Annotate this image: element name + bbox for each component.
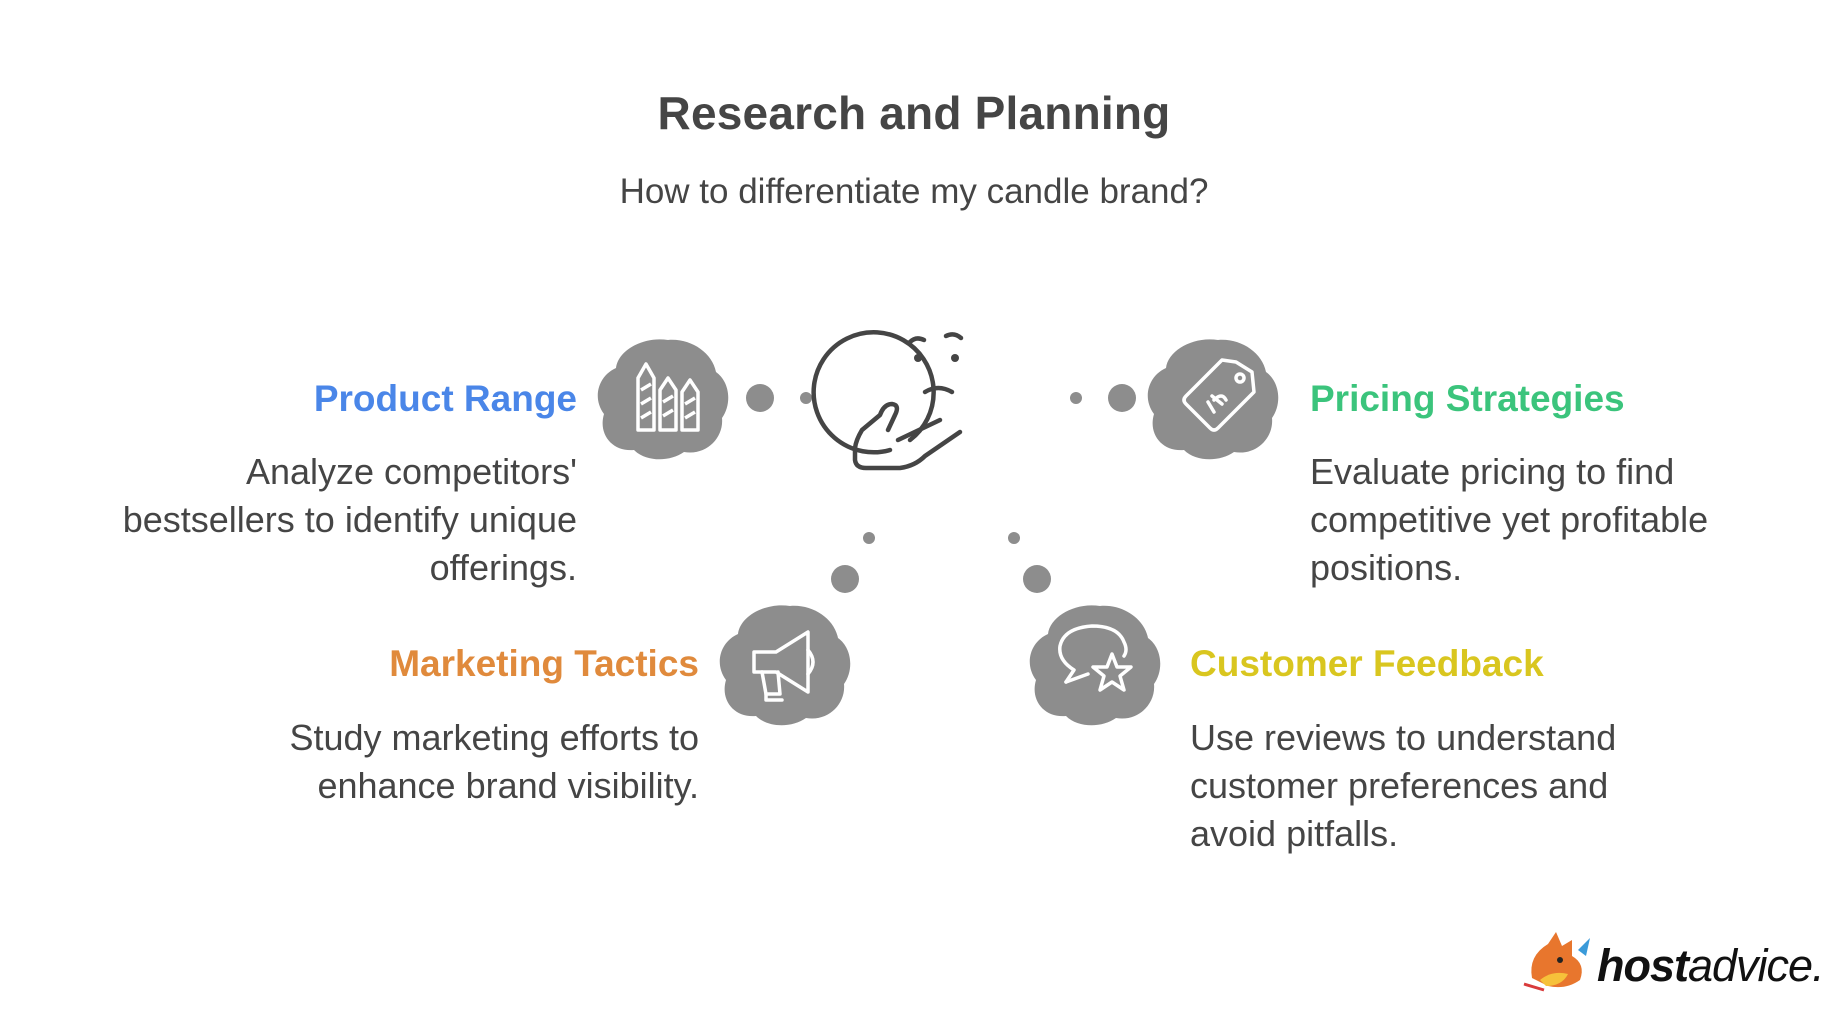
- page-title: Research and Planning: [657, 87, 1171, 139]
- product-range-heading: Product Range: [313, 378, 577, 419]
- connector-dot-product-large: [746, 384, 774, 412]
- connector-dot-feedback-large: [1023, 565, 1051, 593]
- connector-dot-marketing-small: [863, 532, 875, 544]
- candles-icon: [597, 339, 729, 460]
- megaphone-icon: [719, 605, 851, 726]
- connector-dot-marketing-large: [831, 565, 859, 593]
- page-subtitle: How to differentiate my candle brand?: [619, 172, 1209, 211]
- pricing-strategies-heading: Pricing Strategies: [1310, 378, 1625, 419]
- marketing-tactics-description: Study marketing efforts to enhance brand…: [289, 717, 699, 806]
- product-range-description: Analyze competitors' bestsellers to iden…: [122, 451, 577, 588]
- brand-logo-light: advice.: [1688, 940, 1825, 991]
- connector-dot-pricing-large: [1108, 384, 1136, 412]
- speech-bubble-star-icon: [1029, 605, 1161, 726]
- marketing-tactics-heading: Marketing Tactics: [389, 643, 699, 684]
- pricing-strategies-description: Evaluate pricing to find competitive yet…: [1310, 451, 1709, 588]
- brand-logo: hostadvice.: [1597, 940, 1825, 992]
- customer-feedback-heading: Customer Feedback: [1190, 643, 1544, 684]
- connector-dot-feedback-small: [1008, 532, 1020, 544]
- connector-dots: [746, 384, 1136, 593]
- customer-feedback-description: Use reviews to understand customer prefe…: [1190, 717, 1617, 854]
- price-tag-icon: [1147, 339, 1279, 460]
- thinking-face-icon: [811, 330, 964, 471]
- connector-dot-product-small: [800, 392, 812, 404]
- brand-mascot-icon: [1523, 932, 1590, 992]
- brand-logo-bold: host: [1597, 940, 1689, 991]
- connector-dot-pricing-small: [1070, 392, 1082, 404]
